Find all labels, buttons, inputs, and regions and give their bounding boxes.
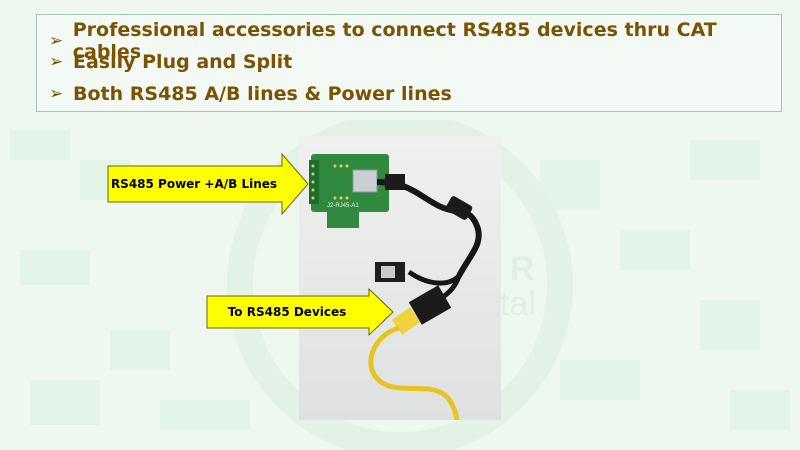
watermark-fragment: tal: [500, 285, 536, 323]
callout-text: To RS485 Devices: [227, 305, 347, 319]
bullet-arrow-icon: ➢: [49, 52, 64, 72]
watermark-fragment: R: [510, 250, 535, 288]
bullet-arrow-icon: ➢: [49, 84, 64, 104]
bullet-item: ➢ Professional accessories to connect RS…: [49, 19, 781, 63]
product-photo: J2-RJ45-A1: [299, 136, 501, 421]
callout-power-lines: RS485 Power +A/B Lines: [106, 152, 310, 216]
board-label: J2-RJ45-A1: [327, 203, 359, 209]
bullet-text: Both RS485 A/B lines & Power lines: [73, 83, 452, 105]
bullet-item: ➢ Easily Plug and Split: [49, 51, 292, 73]
callout-text: RS485 Power +A/B Lines: [110, 177, 278, 191]
bullet-arrow-icon: ➢: [49, 31, 64, 51]
bullet-item: ➢ Both RS485 A/B lines & Power lines: [49, 83, 452, 105]
bullet-list-box: ➢ Professional accessories to connect RS…: [36, 14, 782, 112]
bullet-text: Easily Plug and Split: [73, 51, 293, 73]
watermark-logo: R tal: [227, 120, 573, 450]
rj45-breakout-board: J2-RJ45-A1: [309, 154, 389, 228]
callout-to-devices: To RS485 Devices: [205, 287, 395, 337]
bullet-text: Professional accessories to connect RS48…: [72, 19, 717, 63]
